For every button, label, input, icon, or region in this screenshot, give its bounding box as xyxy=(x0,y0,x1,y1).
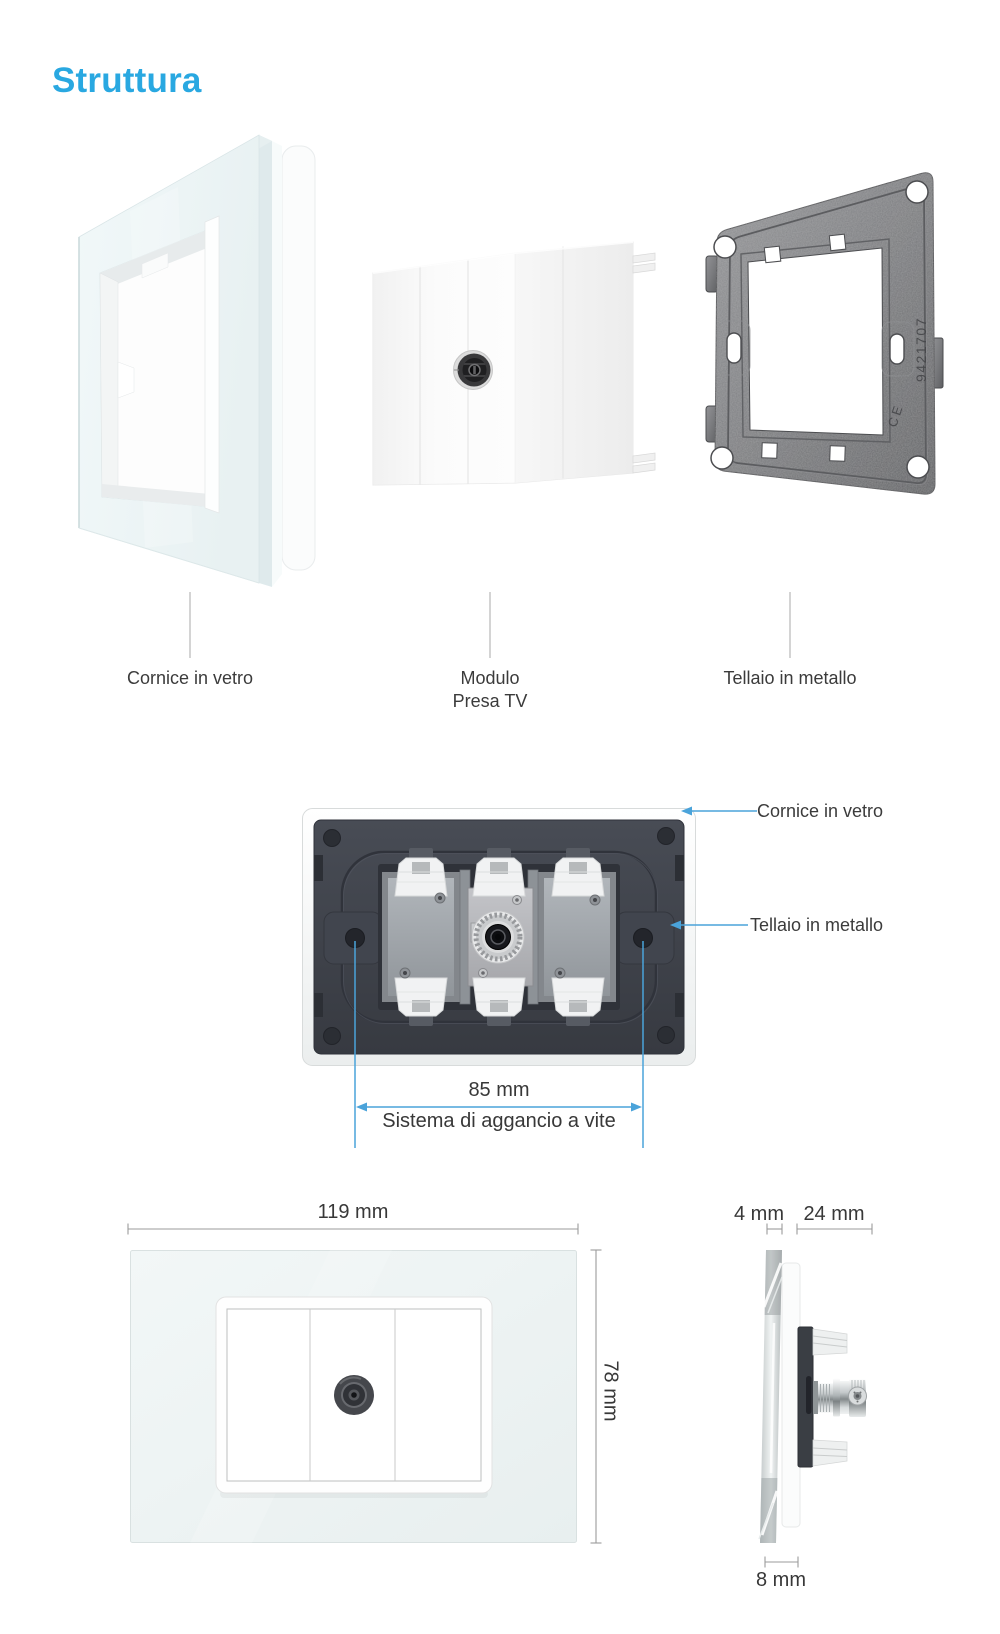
dimension-24mm: 24 mm xyxy=(803,1203,865,1225)
module-opening xyxy=(747,247,884,436)
ce-mark: CE xyxy=(885,401,907,429)
tv-module-figure xyxy=(372,241,656,486)
screw-system-caption: Sistema di aggancio a vite xyxy=(382,1110,616,1132)
dimension-78mm: 78 mm xyxy=(599,1360,622,1422)
page-title: Struttura xyxy=(52,61,202,101)
corner-hole xyxy=(323,1027,341,1045)
part-label-tv-module-line2: Presa TV xyxy=(452,691,528,711)
coax-connector xyxy=(470,910,525,964)
mounting-cup-back xyxy=(281,145,316,571)
oval-screw-slot xyxy=(889,333,905,365)
tv-socket-front xyxy=(334,1375,374,1415)
oval-screw-slot xyxy=(726,332,742,364)
backing-plate-side xyxy=(781,1262,801,1528)
screw-hole-right xyxy=(633,928,653,948)
corner-hole xyxy=(323,829,341,847)
metal-frame-figure: 9421707 CE xyxy=(705,172,944,495)
part-label-tv-module-line1: Modulo xyxy=(460,668,520,688)
glass-edge-side xyxy=(760,1250,782,1543)
module-front-face xyxy=(372,252,516,486)
side-clip-pin xyxy=(632,252,656,264)
glass-frame-figure xyxy=(78,134,316,587)
label-leader-lines xyxy=(189,592,791,658)
clip-fins-bottom xyxy=(812,1439,848,1467)
corner-screw-hole xyxy=(710,446,734,470)
corner-hole xyxy=(657,827,675,845)
part-label-glass-frame: Cornice in vetro xyxy=(126,668,254,688)
tv-socket xyxy=(453,350,493,390)
clip-fins-top xyxy=(812,1328,848,1356)
part-label-metal-frame: Tellaio in metallo xyxy=(723,668,857,688)
inner-frame-lip xyxy=(204,215,220,514)
side-view-figure xyxy=(758,1250,867,1543)
corner-hole xyxy=(657,1026,675,1044)
coax-connector-side xyxy=(813,1378,867,1417)
metal-frame-engraving: 9421707 xyxy=(913,317,929,382)
corner-screw-hole xyxy=(906,455,930,479)
back-view-figure xyxy=(302,808,696,1066)
dimension-4mm: 4 mm xyxy=(734,1203,784,1225)
screw-hole-left xyxy=(345,928,365,948)
front-view-figure xyxy=(130,1250,577,1543)
dimension-8mm: 8 mm xyxy=(756,1569,806,1591)
dimension-85mm: 85 mm xyxy=(468,1079,530,1101)
callout-metal-frame: Tellaio in metallo xyxy=(750,915,884,935)
corner-screw-hole xyxy=(905,180,929,204)
dimension-119mm: 119 mm xyxy=(317,1201,389,1223)
callout-glass-frame: Cornice in vetro xyxy=(757,801,884,821)
corner-screw-hole xyxy=(713,235,737,259)
